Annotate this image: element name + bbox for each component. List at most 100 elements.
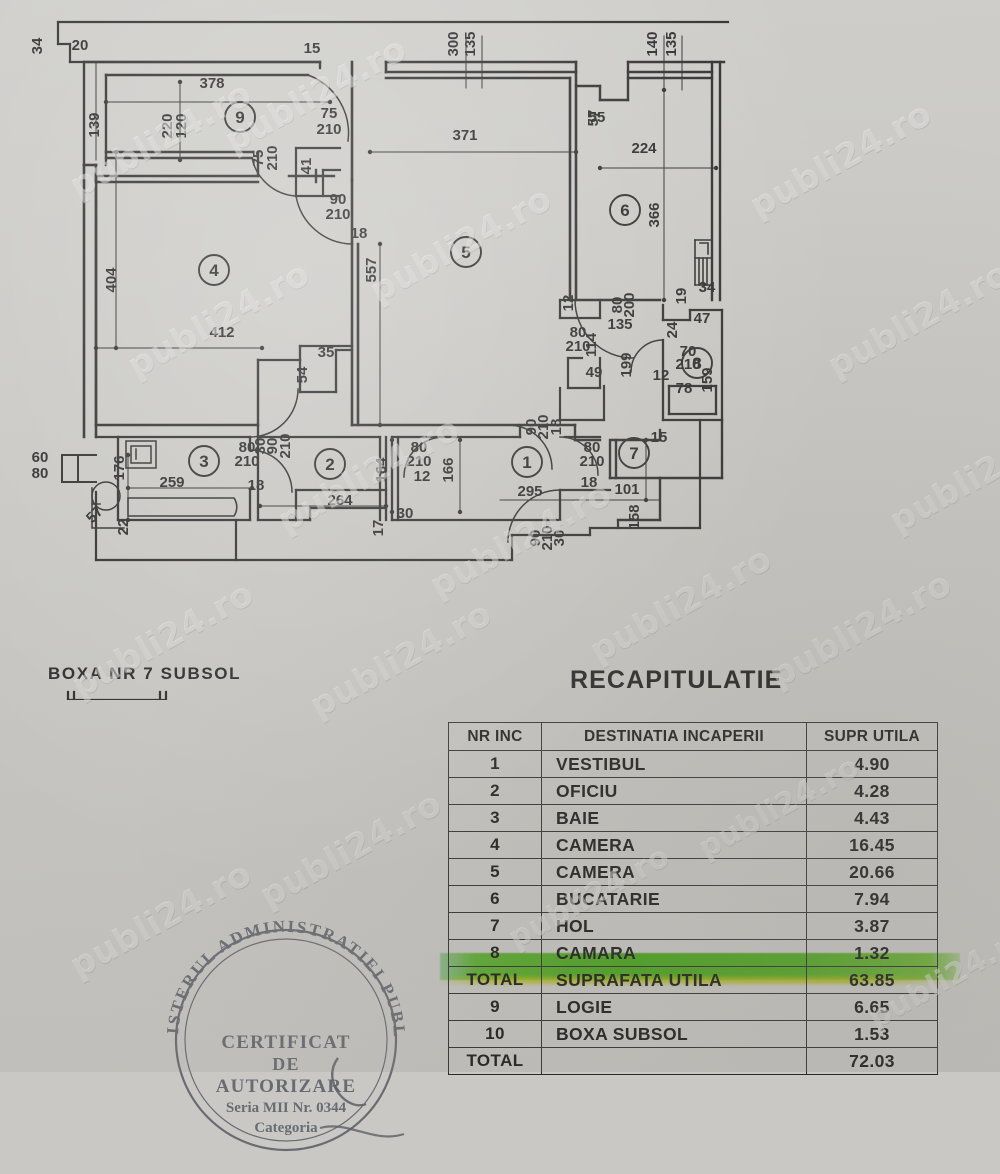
column-header: SUPR UTILA xyxy=(806,722,938,751)
dimension-label: 57 xyxy=(83,503,107,527)
dimension-label: 164 xyxy=(373,457,390,483)
dimension-label: 210 xyxy=(264,145,281,170)
dimension-label: 176 xyxy=(111,455,128,480)
room-marker-label-4: 4 xyxy=(209,261,219,280)
dimension-label: 78 xyxy=(676,380,693,397)
dimension-label: 60 xyxy=(32,449,49,466)
dimension-label: 80 xyxy=(239,439,256,456)
dimension-label: 22 xyxy=(115,519,132,536)
cell-surface-area: 20.66 xyxy=(806,858,938,886)
dimension-label: 220 xyxy=(159,113,176,138)
room-marker-circle-3 xyxy=(188,445,220,477)
cell-destination: CAMERA xyxy=(541,858,807,886)
cell-surface-area: 7.94 xyxy=(806,885,938,913)
cell-nr-inc: TOTAL xyxy=(448,966,542,994)
dimension-label: 210 xyxy=(565,338,590,355)
dimension-label: 18 xyxy=(581,474,598,491)
cell-surface-area: 1.53 xyxy=(806,1020,938,1048)
stamp-line-3: AUTORIZARE xyxy=(216,1076,356,1097)
door-swing-arcs-lower xyxy=(249,299,664,543)
dimension-label: 366 xyxy=(646,202,663,227)
watermark-text: publi24.ro xyxy=(252,783,449,917)
room-marker-label-2: 2 xyxy=(325,455,334,474)
room-marker-label-6: 6 xyxy=(620,201,629,220)
dimension-label: 20 xyxy=(72,37,89,54)
dimension-label: 158 xyxy=(626,504,643,529)
dimension-label: 259 xyxy=(159,474,184,491)
dimension-label: 49 xyxy=(586,364,603,381)
room-marker-circle-7 xyxy=(618,437,650,469)
stamp-line-2: DE xyxy=(272,1054,299,1074)
room-marker-circle-8 xyxy=(681,347,713,379)
cell-surface-area: 4.28 xyxy=(806,777,938,805)
room-marker-circle-6 xyxy=(609,194,641,226)
cell-surface-area: 1.32 xyxy=(806,939,938,967)
dimension-label: 210 xyxy=(277,433,294,458)
dimension-label: 371 xyxy=(452,127,477,144)
stair-icon xyxy=(694,239,713,286)
dimension-label: 210 xyxy=(579,453,604,470)
dimension-label: 210 xyxy=(406,453,431,470)
dimension-label: 199 xyxy=(618,352,635,377)
dimension-label: 224 xyxy=(631,140,657,157)
room-6-walls xyxy=(574,60,726,302)
cell-nr-inc: 2 xyxy=(448,777,542,805)
dimension-label: 17 xyxy=(370,520,387,537)
cell-destination: BAIE xyxy=(541,804,807,832)
cell-surface-area: 16.45 xyxy=(806,831,938,859)
cell-surface-area: 6.65 xyxy=(806,993,938,1021)
dimension-label: 378 xyxy=(199,75,224,92)
recapitulatie-title: RECAPITULATIE xyxy=(570,666,783,694)
cell-nr-inc: TOTAL xyxy=(448,1047,542,1075)
window-60-80 xyxy=(61,454,97,483)
dimension-label: 210 xyxy=(535,414,552,439)
dimension-label: 135 xyxy=(663,31,680,56)
stamp-line-1: CERTIFICAT xyxy=(221,1032,350,1053)
dimension-label: 75 xyxy=(321,105,338,122)
stamp-line-5: Categoria xyxy=(254,1120,318,1136)
dimension-label: 80 xyxy=(609,297,626,314)
dimension-label: 47 xyxy=(694,310,711,327)
dimension-label: 404 xyxy=(103,267,120,293)
room-7-hol-walls xyxy=(573,418,724,522)
room-8-walls xyxy=(661,303,724,422)
dimension-label: 210 xyxy=(325,206,350,223)
cell-destination: CAMARA xyxy=(541,939,807,967)
dimension-label: 120 xyxy=(173,113,190,138)
dimension-label: 12 xyxy=(414,468,431,485)
dimension-label: 166 xyxy=(440,457,457,482)
cell-nr-inc: 6 xyxy=(448,885,542,913)
dimension-label: 300 xyxy=(445,31,462,56)
dimension-label: 12 xyxy=(653,367,670,384)
cell-destination: CAMERA xyxy=(541,831,807,859)
dimension-label: 41 xyxy=(298,158,315,175)
wall-outline-upper xyxy=(56,20,730,64)
dimension-label: 140 xyxy=(644,31,661,56)
dimension-label: 80 xyxy=(584,439,601,456)
dimension-label: 12 xyxy=(560,295,577,312)
dimension-label: 295 xyxy=(517,483,542,500)
stamp-line-4: Seria MII Nr. 0344 xyxy=(226,1100,347,1116)
bottom-outer-walls xyxy=(94,418,702,562)
dimension-label: 114 xyxy=(583,332,600,357)
dimension-label: 90 xyxy=(527,530,544,547)
cell-nr-inc: 8 xyxy=(448,939,542,967)
dimension-label: 412 xyxy=(209,324,234,341)
toilet-icon xyxy=(91,481,125,529)
dimension-label: 101 xyxy=(614,481,639,498)
cell-nr-inc: 4 xyxy=(448,831,542,859)
cell-nr-inc: 7 xyxy=(448,912,542,940)
authorization-stamp: MINISTERUL ADMINISTRATIEI PUBLICE CERTIF… xyxy=(152,906,407,1152)
room-marker-circle-5 xyxy=(450,236,482,268)
dimension-label: 135 xyxy=(607,316,632,333)
